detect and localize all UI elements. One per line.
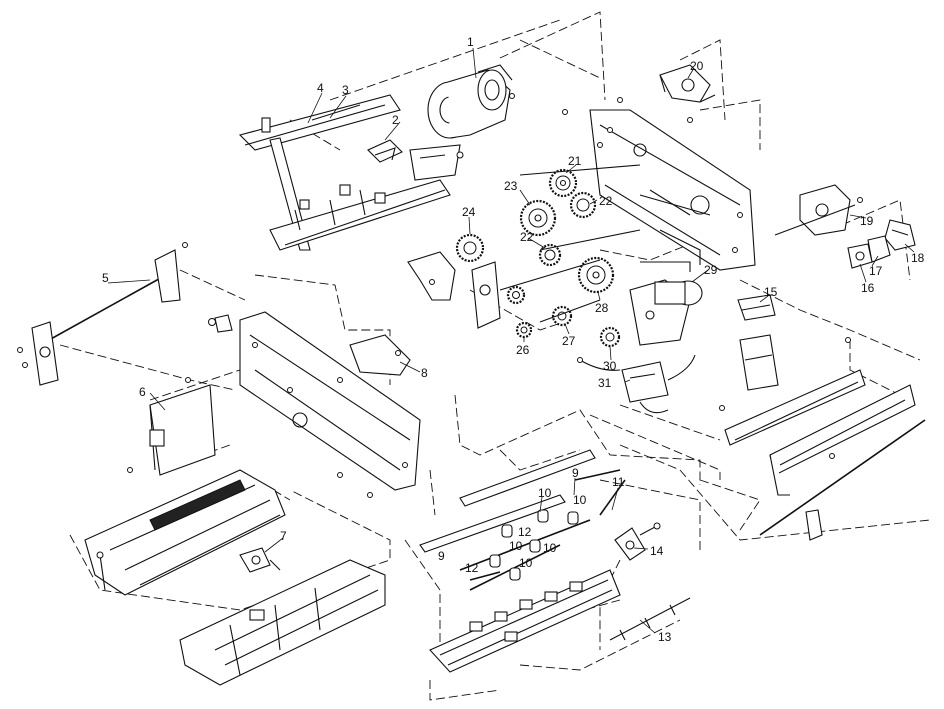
callout-15: 15 <box>764 285 778 299</box>
part-18-clip <box>884 219 916 251</box>
callout-20: 20 <box>690 59 704 73</box>
part-16-clip <box>847 243 873 269</box>
part-13-wire <box>609 597 691 641</box>
callout-3: 3 <box>342 83 349 97</box>
part-6-housing <box>127 384 216 476</box>
base-plate <box>429 569 621 673</box>
callout-10-e: 10 <box>519 556 533 570</box>
part-19-bracket <box>774 184 863 236</box>
part-15-bracket <box>737 294 779 391</box>
part-22-gear-upper <box>569 191 597 219</box>
main-side-frame <box>214 311 421 491</box>
callout-2: 2 <box>392 113 399 127</box>
part-22-gear-lower <box>538 243 562 267</box>
callout-12-b: 12 <box>465 561 479 575</box>
part-3-upper-bracket <box>238 94 401 151</box>
leader-lines <box>107 47 915 634</box>
callout-4: 4 <box>317 81 324 95</box>
carriage-assembly-lower <box>179 559 386 686</box>
part-21-gear <box>548 168 578 198</box>
callout-6: 6 <box>139 385 146 399</box>
part-5-shaft <box>17 242 188 386</box>
callout-5: 5 <box>102 271 109 285</box>
callout-labels: 1 2 3 4 5 6 7 8 9 9 10 10 10 10 10 11 12… <box>102 35 925 644</box>
callout-19: 19 <box>860 214 874 228</box>
lower-right-rail <box>724 369 926 541</box>
callout-10-b: 10 <box>573 493 587 507</box>
callout-21: 21 <box>568 154 582 168</box>
gear-bracket-plate <box>407 251 501 329</box>
callout-11: 11 <box>612 475 625 489</box>
part-24-gear <box>455 233 485 263</box>
callout-24: 24 <box>462 205 476 219</box>
part-30-gear <box>599 326 621 348</box>
callout-10-a: 10 <box>538 486 552 500</box>
part-20-bracket <box>659 64 716 103</box>
callout-16: 16 <box>861 281 875 295</box>
callout-18: 18 <box>911 251 925 265</box>
gear-shaft-small <box>506 285 526 305</box>
gear-shafts <box>499 164 711 323</box>
callout-29: 29 <box>704 263 718 277</box>
part-4-rail <box>269 137 451 251</box>
callout-22-upper: 22 <box>599 194 613 208</box>
carriage-assembly-upper <box>84 469 286 596</box>
callout-31: 31 <box>598 376 612 390</box>
part-2-hinge-bracket <box>367 139 464 181</box>
callout-10-d: 10 <box>543 541 557 555</box>
callout-22-lower: 22 <box>520 230 534 244</box>
part-27-gear <box>551 305 573 327</box>
part-7-lever <box>239 547 281 573</box>
callout-27: 27 <box>562 334 576 348</box>
callout-13: 13 <box>658 630 672 644</box>
callout-10-c: 10 <box>509 539 523 553</box>
callout-26: 26 <box>516 343 530 357</box>
part-31-sensor <box>577 354 696 414</box>
part-26-gear <box>515 321 533 339</box>
callout-9-upper: 9 <box>572 466 579 480</box>
part-10-rollers <box>489 509 579 581</box>
callout-23: 23 <box>504 179 518 193</box>
loose-screws <box>185 97 851 498</box>
callout-8: 8 <box>421 366 428 380</box>
part-29-motor-bracket <box>629 261 703 346</box>
part-14-lever <box>614 522 661 561</box>
callout-30: 30 <box>603 359 617 373</box>
part-8-bracket <box>349 334 411 376</box>
callout-28: 28 <box>595 301 609 315</box>
part-23-gear <box>519 199 557 237</box>
callout-9-lower: 9 <box>438 549 445 563</box>
callout-14: 14 <box>650 544 664 558</box>
callout-17: 17 <box>869 264 883 278</box>
callout-7: 7 <box>280 529 287 543</box>
right-side-frame <box>589 109 756 271</box>
callout-12-a: 12 <box>518 525 532 539</box>
part-28-gear <box>577 256 615 294</box>
part-1-motor <box>427 64 515 139</box>
callout-1: 1 <box>467 35 474 49</box>
